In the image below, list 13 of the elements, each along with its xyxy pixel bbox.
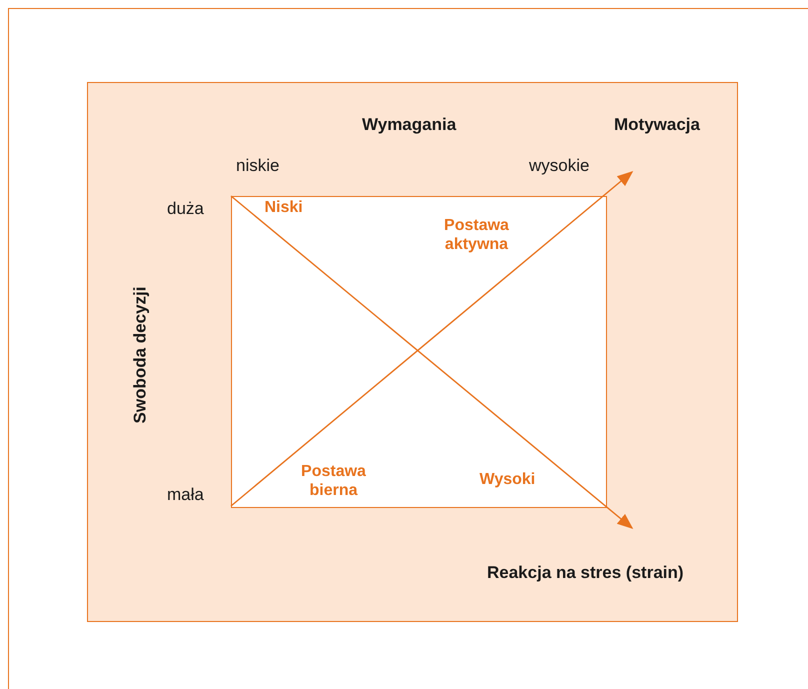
quadrant-label: Wysoki (480, 470, 536, 488)
axis-label: mała (167, 485, 204, 505)
axis-label: niskie (236, 156, 280, 176)
axis-title: Reakcja na stres (strain) (487, 563, 684, 583)
axis-label: duża (167, 199, 204, 219)
axis-title: Swoboda decyzji (130, 286, 150, 424)
quadrant-label: Niski (264, 198, 303, 216)
quadrant-label: Postawa aktywna (443, 216, 510, 254)
axis-title: Wymagania (362, 115, 456, 135)
quadrant-label: Postawa bierna (300, 462, 367, 500)
axis-title: Motywacja (614, 115, 700, 135)
axis-label: wysokie (529, 156, 590, 176)
chart-panel (87, 82, 738, 622)
